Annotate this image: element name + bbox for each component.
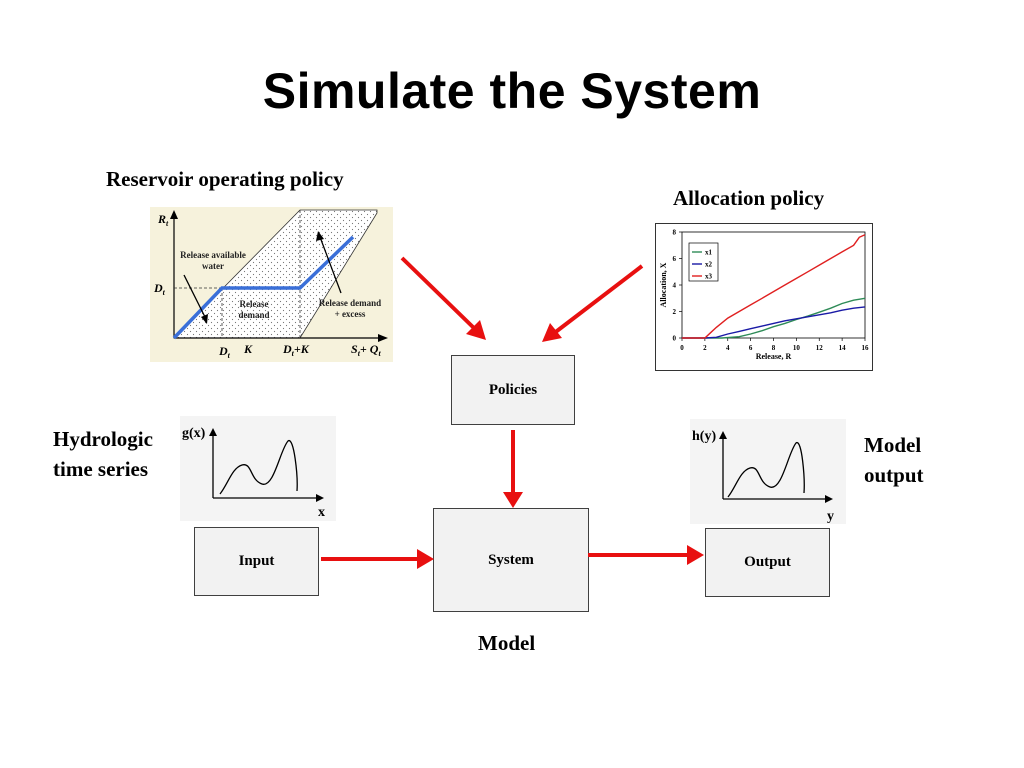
x-tick-label: 6 bbox=[749, 344, 753, 352]
system-box: System bbox=[433, 508, 589, 612]
series-line-x2 bbox=[682, 306, 866, 339]
tick-sq: St+ Qt bbox=[351, 342, 381, 358]
y-tick-label: 4 bbox=[673, 282, 677, 290]
y-tick-label: 0 bbox=[673, 335, 677, 343]
reservoir-y-label: Rt bbox=[157, 212, 169, 228]
x-tick-label: 2 bbox=[703, 344, 707, 352]
arrow-system-to-output bbox=[588, 545, 704, 565]
input-x-label: x bbox=[318, 505, 325, 520]
allocation-x-axis-label: Release, R bbox=[756, 352, 792, 361]
input-distribution-plot: g(x) x bbox=[180, 416, 336, 521]
tick-k: K bbox=[243, 342, 253, 356]
legend-label-x1: x1 bbox=[705, 249, 713, 257]
reservoir-y-label-main: R bbox=[157, 212, 166, 226]
model-label: Model bbox=[478, 631, 536, 655]
x-tick-label: 8 bbox=[772, 344, 776, 352]
release-demand-text-2: demand bbox=[238, 310, 269, 320]
output-box: Output bbox=[705, 528, 830, 597]
series-line-x3 bbox=[682, 234, 866, 339]
reservoir-x-arrow bbox=[378, 334, 388, 342]
y-tick-label: 2 bbox=[673, 308, 677, 316]
allocation-y-axis-label: Allocation, X bbox=[659, 262, 668, 307]
x-tick-label: 14 bbox=[839, 344, 847, 352]
input-density-curve bbox=[219, 440, 298, 495]
allocation-legend: x1 x2 x3 bbox=[688, 242, 719, 282]
output-y-arrow bbox=[719, 431, 727, 439]
tick-sq-main: S bbox=[351, 342, 358, 356]
hydrologic-label-line2: time series bbox=[53, 457, 149, 481]
tick-dt-sub: t bbox=[228, 351, 231, 360]
slide-title: Simulate the System bbox=[262, 63, 762, 119]
tick-sq-mid: + Q bbox=[360, 342, 379, 356]
model-output-label-line1: Model bbox=[864, 433, 922, 457]
x-tick-label: 12 bbox=[816, 344, 824, 352]
x-tick-label: 16 bbox=[862, 344, 870, 352]
allocation-policy-label: Allocation policy bbox=[673, 186, 825, 210]
output-x-arrow bbox=[825, 495, 833, 503]
policy-line bbox=[172, 235, 355, 340]
x-tick-label: 10 bbox=[793, 344, 801, 352]
release-excess-text-2: + excess bbox=[335, 309, 366, 319]
model-output-label: Model output bbox=[864, 430, 924, 490]
release-available-text-2: water bbox=[202, 261, 224, 271]
tick-dt: Dt bbox=[218, 344, 231, 360]
release-excess-arrowhead bbox=[316, 231, 324, 241]
x-tick-label: 0 bbox=[680, 344, 684, 352]
tick-sq-sub2: t bbox=[378, 349, 381, 358]
release-excess-pointer bbox=[319, 236, 342, 294]
input-x-arrow bbox=[316, 494, 324, 502]
legend-box bbox=[688, 242, 719, 282]
hydrologic-label: Hydrologic time series bbox=[53, 424, 153, 484]
input-box: Input bbox=[194, 527, 319, 596]
legend-label-x2: x2 bbox=[705, 261, 713, 269]
reservoir-d-label-sub: t bbox=[163, 288, 166, 297]
output-x-label: y bbox=[827, 509, 834, 524]
series-line-x1 bbox=[682, 297, 866, 339]
allocation-series bbox=[682, 234, 866, 339]
arrow-input-to-system bbox=[321, 549, 434, 569]
output-plot-background bbox=[690, 419, 846, 524]
y-tick-label: 6 bbox=[673, 255, 677, 263]
tick-sq-sub: t bbox=[358, 349, 361, 358]
y-tick-label: 8 bbox=[673, 229, 677, 237]
output-density-curve bbox=[727, 442, 805, 498]
policies-box: Policies bbox=[451, 355, 575, 425]
output-distribution-plot: h(y) y bbox=[690, 419, 846, 524]
arrow-policies-to-system bbox=[503, 430, 523, 508]
tick-dtk-suffix: +K bbox=[294, 342, 310, 356]
release-available-text-1: Release available bbox=[180, 250, 246, 260]
arrow-allocation-to-policies bbox=[542, 264, 644, 342]
release-excess-text-1: Release demand bbox=[319, 298, 381, 308]
tick-dt-main: D bbox=[218, 344, 228, 358]
release-demand-text-1: Release bbox=[240, 299, 269, 309]
reservoir-policy-label: Reservoir operating policy bbox=[106, 167, 344, 191]
tick-dtk-main: D bbox=[282, 342, 292, 356]
reservoir-d-label: Dt bbox=[153, 281, 166, 297]
input-y-label: g(x) bbox=[182, 426, 206, 441]
reservoir-policy-chart: Rt Dt Release available water Release de… bbox=[150, 207, 393, 362]
reservoir-d-label-main: D bbox=[153, 281, 163, 295]
arrow-reservoir-to-policies bbox=[400, 256, 486, 340]
allocation-ticks: 0 2 4 6 8 10 12 14 16 0 2 4 6 8 bbox=[673, 229, 870, 353]
input-plot-background bbox=[180, 416, 336, 521]
input-y-arrow bbox=[209, 428, 217, 436]
x-tick-label: 4 bbox=[726, 344, 730, 352]
release-available-pointer bbox=[183, 274, 206, 318]
tick-dtk-sub: t bbox=[292, 349, 295, 358]
hydrologic-label-line1: Hydrologic bbox=[53, 427, 153, 451]
model-output-label-line2: output bbox=[864, 463, 924, 487]
reservoir-y-label-sub: t bbox=[166, 219, 169, 228]
reservoir-y-arrow bbox=[170, 210, 178, 219]
output-y-label: h(y) bbox=[692, 429, 716, 444]
release-available-arrowhead bbox=[201, 314, 208, 324]
allocation-policy-chart: 0 2 4 6 8 10 12 14 16 0 2 4 6 8 x1 x2 x3 Release, R All… bbox=[655, 223, 873, 371]
legend-label-x3: x3 bbox=[705, 273, 713, 281]
tick-dtk: Dt+K bbox=[282, 342, 310, 358]
